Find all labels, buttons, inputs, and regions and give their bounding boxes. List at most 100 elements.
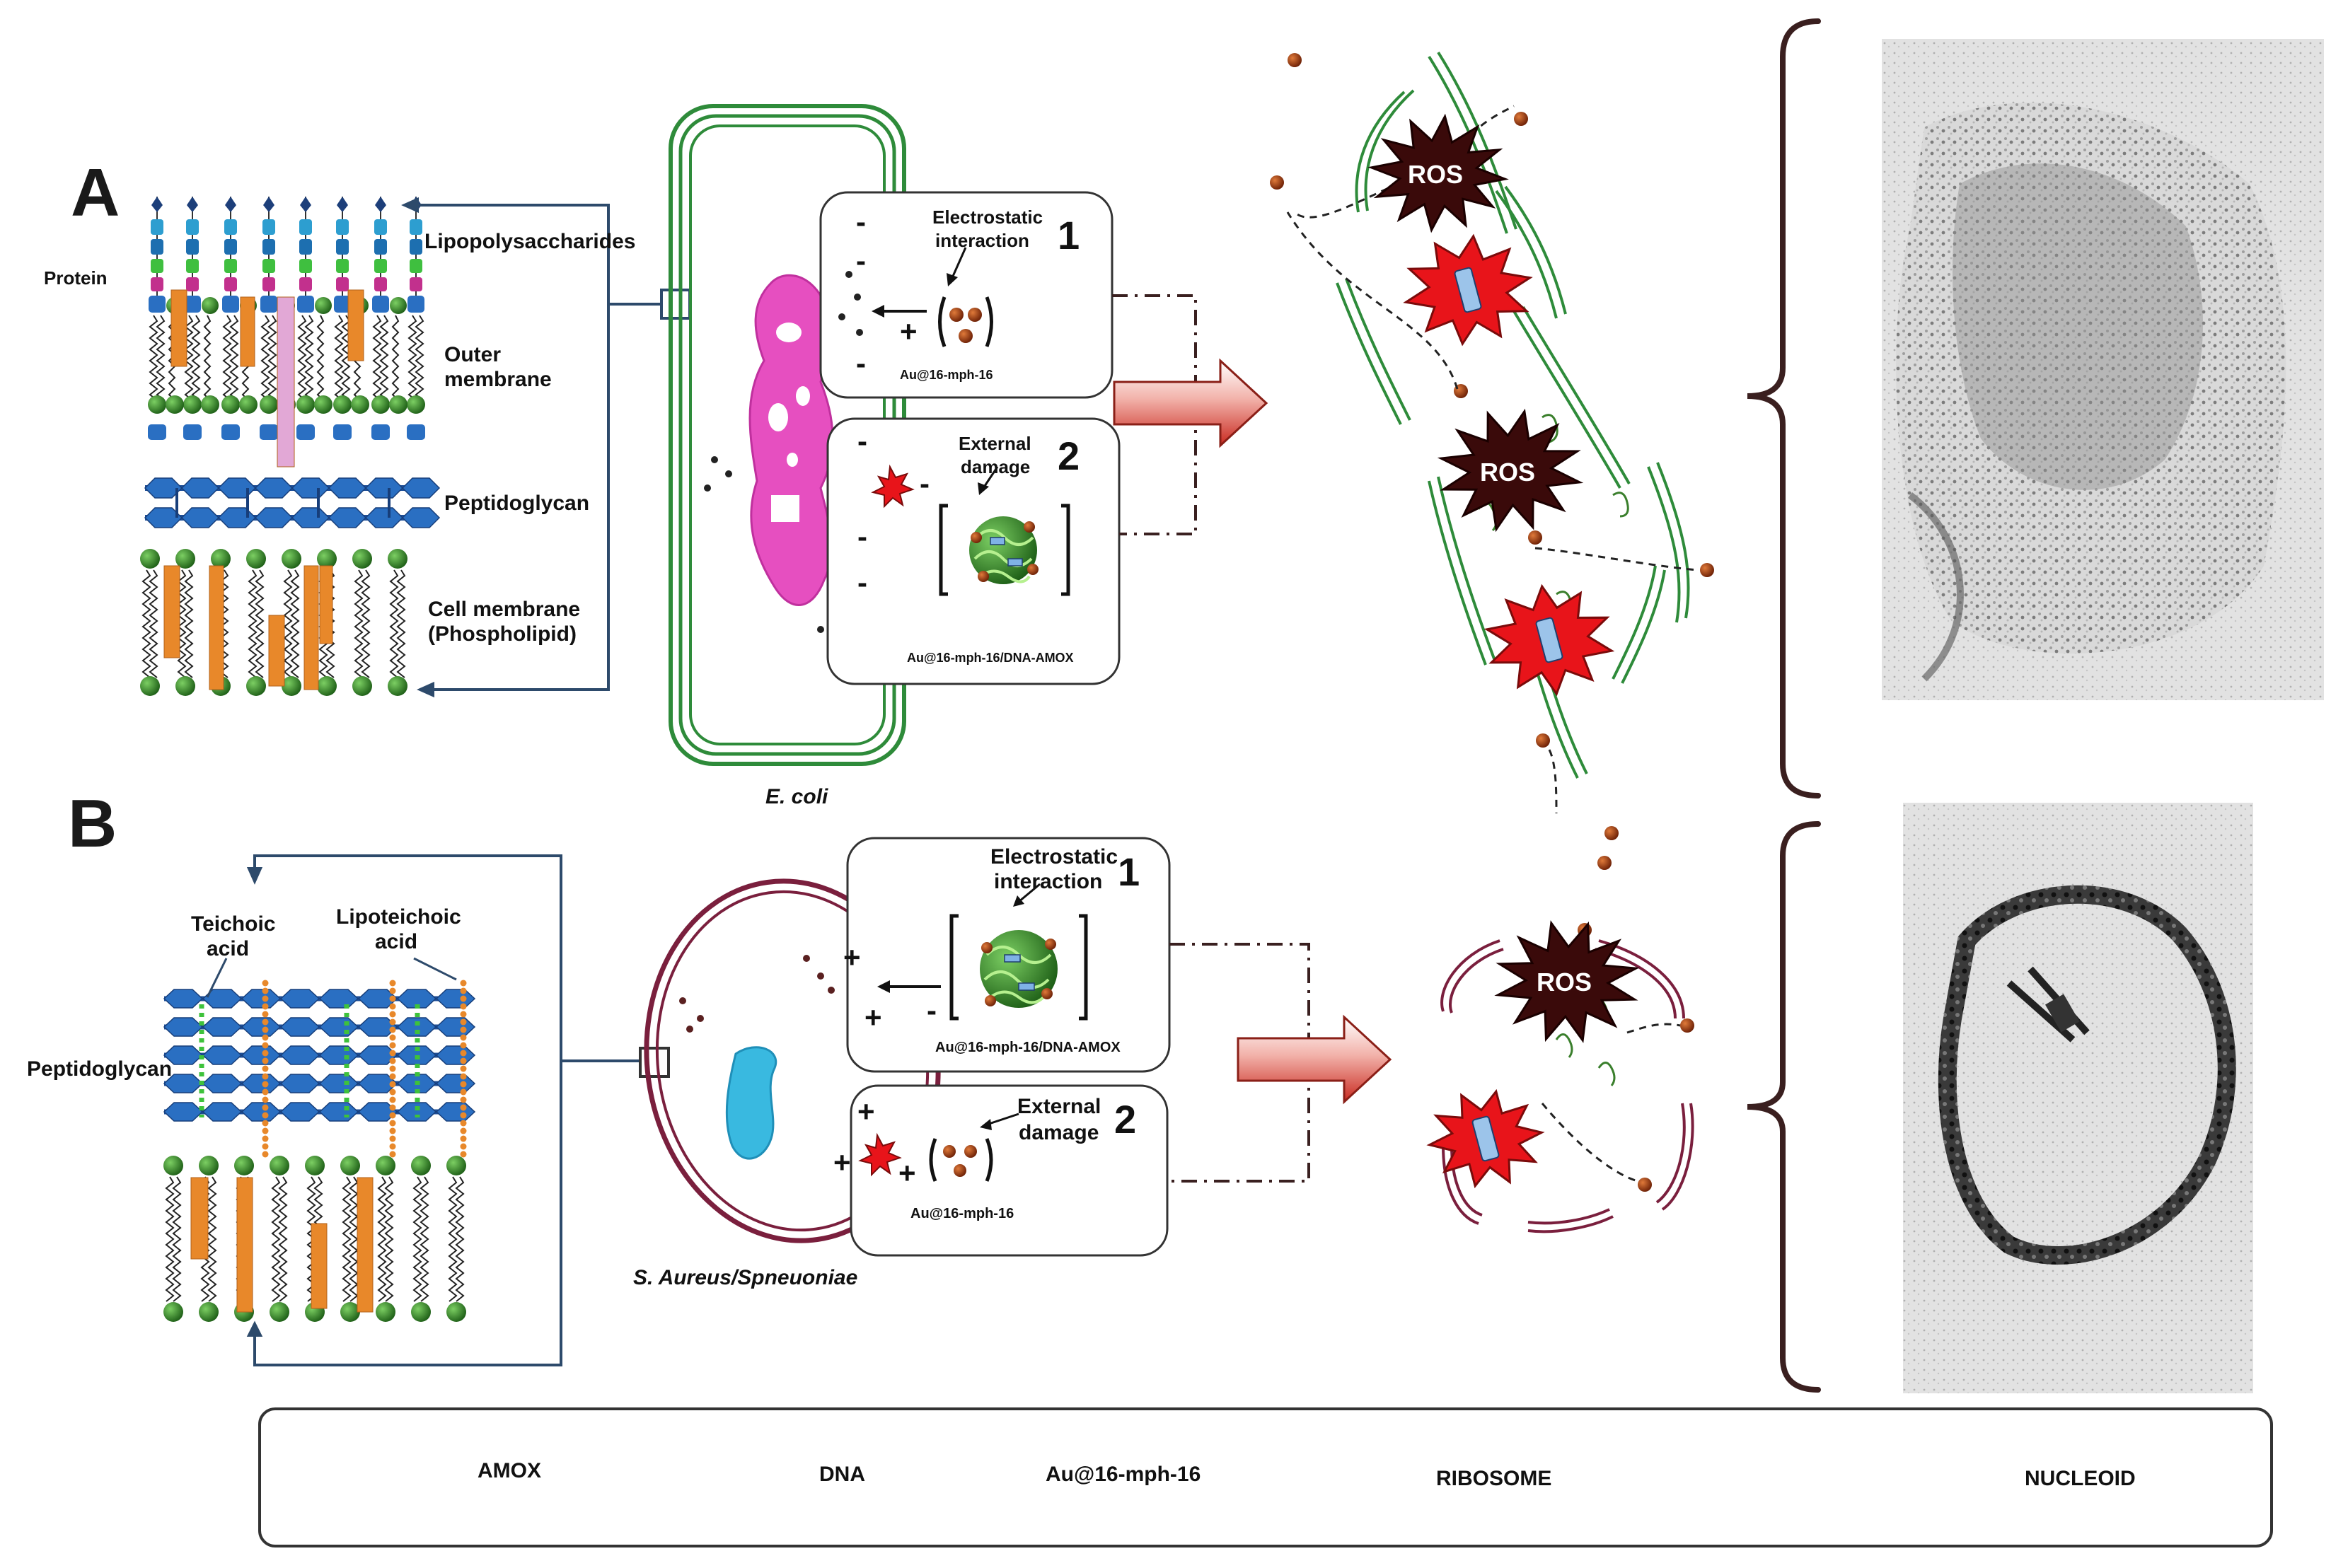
lipid-head: [340, 1156, 360, 1175]
lipid-head: [282, 549, 301, 569]
ros-label-2: ROS: [1480, 458, 1536, 487]
lipoteichoic-unit: [389, 1042, 396, 1049]
lipoteichoic-unit: [262, 1104, 269, 1111]
lipoteichoic-unit: [389, 987, 396, 994]
outer-membrane-protein: [347, 289, 364, 361]
a-box1-minus-3: -: [856, 347, 866, 380]
panelA-brace: [1747, 18, 1821, 798]
lipid-head: [388, 676, 407, 696]
lipoteichoic-unit: [262, 1081, 269, 1088]
lipoteichoic-unit: [460, 1042, 467, 1049]
lipid-head: [199, 1302, 219, 1322]
outer-membrane-protein: [240, 296, 255, 367]
lipid-head: [340, 1302, 360, 1322]
lipoteichoic-unit: [389, 1135, 396, 1142]
b-box2-plus-3: +: [898, 1156, 916, 1190]
gram-positive-membrane: [163, 957, 476, 1322]
peptidoglycan-unit: [163, 1017, 204, 1037]
peptidoglycan-unit: [364, 507, 404, 528]
label-phospholipid: (Phospholipid): [428, 622, 577, 646]
peptidoglycan-unit: [364, 477, 404, 499]
lipoteichoic-unit: [460, 1026, 467, 1033]
lipoteichoic-unit: [460, 1050, 467, 1057]
panelA-damaged-cell: [1336, 51, 1690, 779]
amox-drug: [1454, 267, 1482, 313]
peptidoglycan-unit: [396, 1102, 437, 1122]
membrane-protein: [209, 565, 224, 690]
lipoteichoic-unit: [262, 1120, 269, 1127]
a-box1-plus: +: [900, 315, 918, 348]
lipoteichoic-unit: [460, 1151, 467, 1158]
legend-au: Au@16-mph-16: [1046, 1463, 1201, 1486]
lipid-head: [183, 395, 202, 414]
lipoteichoic-unit: [262, 1003, 269, 1010]
label-membrane: membrane: [444, 368, 552, 391]
lipid-head: [317, 676, 337, 696]
a-box2-minus-3: -: [857, 520, 867, 553]
membrane-protein: [311, 1223, 328, 1309]
b-box2-plus-2: +: [833, 1146, 851, 1179]
peptidoglycan-unit: [291, 477, 330, 499]
lipid-head: [163, 1302, 183, 1322]
lipoteichoic-unit: [460, 1057, 467, 1064]
a-box1-title1: Electrostatic: [932, 207, 1043, 228]
lps-unit: [337, 197, 348, 212]
panelA-dna-complex: [969, 516, 1039, 584]
legend-nucleoid: NUCLEOID: [2025, 1467, 2136, 1490]
lipoteichoic-unit: [460, 1112, 467, 1119]
label-saureus: S. Aureus/Spneuoniae: [633, 1266, 858, 1289]
membrane-protein: [319, 565, 333, 644]
lipid-head: [148, 395, 166, 414]
lipid-head: [407, 395, 425, 414]
lipoteichoic-unit: [389, 1034, 396, 1041]
ros-label-3: ROS: [1537, 968, 1592, 997]
lipid-head: [371, 395, 390, 414]
membrane-protein: [268, 615, 285, 687]
b-box1-title1: Electrostatic: [990, 845, 1118, 869]
a-box2-title1: External: [959, 433, 1031, 454]
panelB-label-arrows: [246, 854, 640, 1366]
saureus-ribosomes: [679, 955, 835, 1033]
lipoteichoic-unit: [460, 1003, 467, 1010]
label-lipoteichoic-acid: acid: [375, 930, 418, 953]
ros-burst-dark: [1367, 113, 1509, 233]
lipid-head: [246, 676, 266, 696]
lipoteichoic-unit: [262, 1088, 269, 1096]
lipid-head: [199, 1156, 219, 1175]
amox-drug: [1471, 1115, 1500, 1162]
lps-unit: [300, 197, 311, 212]
lipoteichoic-unit: [262, 1112, 269, 1119]
lipoteichoic-unit: [262, 995, 269, 1002]
peptidoglycan-unit: [217, 507, 257, 528]
lipoteichoic-unit: [389, 1104, 396, 1111]
lipoteichoic-unit: [389, 1003, 396, 1010]
gram-negative-membrane: [140, 197, 441, 696]
label-peptidoglycan-a: Peptidoglycan: [444, 492, 590, 515]
b-box2-complex: Au@16-mph-16: [910, 1206, 1014, 1221]
lipoteichoic-unit: [460, 1127, 467, 1134]
membrane-protein: [163, 565, 180, 658]
peptidoglycan-unit: [241, 1102, 282, 1122]
panelB-box2: [850, 1084, 1169, 1257]
lipoteichoic-unit: [460, 1104, 467, 1111]
legend: [258, 1407, 2273, 1547]
a-box1-minus-2: -: [856, 244, 866, 277]
lipoteichoic-unit: [389, 1151, 396, 1158]
peptidoglycan-unit: [279, 989, 320, 1009]
peptidoglycan-unit: [318, 1017, 359, 1037]
panelB-brace: [1747, 821, 1821, 1393]
peptidoglycan-unit: [291, 507, 330, 528]
lipid-head: [270, 1156, 289, 1175]
a-box2-title2: damage: [961, 456, 1031, 477]
peptidoglycan-unit: [435, 1102, 476, 1122]
peptidoglycan-unit: [318, 1074, 359, 1093]
panelA-damage-spot: [871, 464, 915, 509]
lps-unit: [187, 197, 198, 212]
lps-unit: [151, 197, 163, 212]
b-box1-complex: Au@16-mph-16/DNA-AMOX: [935, 1040, 1121, 1055]
membrane-protein: [357, 1177, 374, 1313]
ros-label-1: ROS: [1408, 160, 1464, 189]
panelB-damaged-cell: [1440, 939, 1694, 1233]
peptidoglycan-unit: [180, 477, 220, 499]
